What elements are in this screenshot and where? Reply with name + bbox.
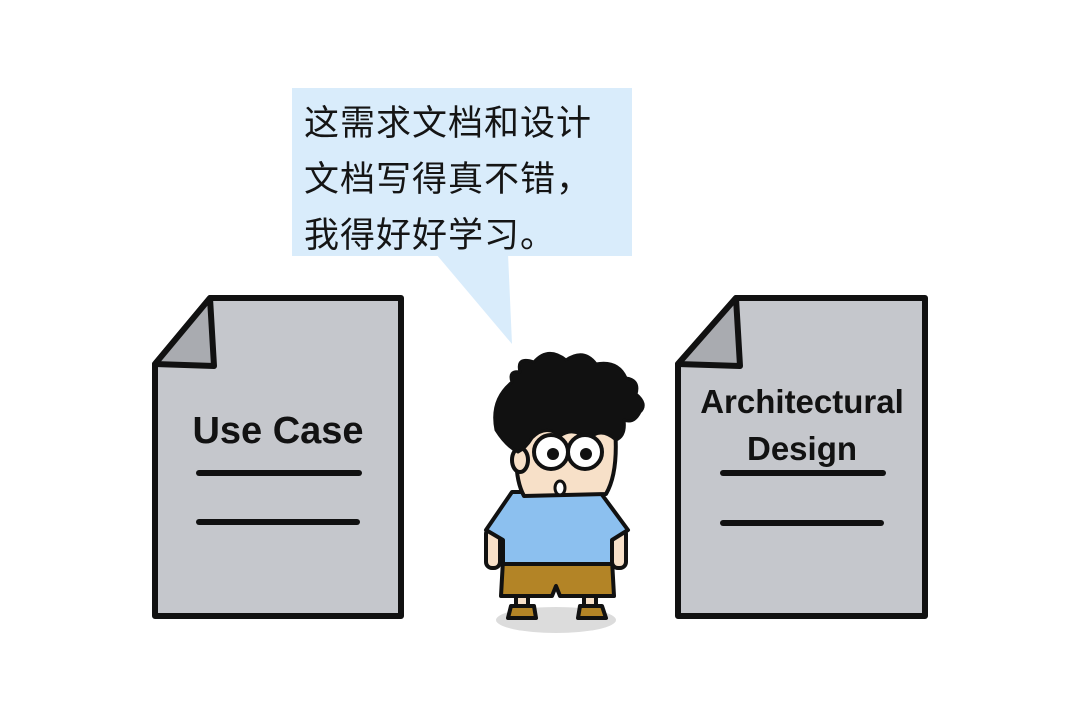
right-document-title-line-1: Architectural — [700, 383, 904, 420]
character-right-foot — [576, 604, 608, 620]
right-document-title: Architectural Design — [684, 378, 920, 472]
speech-bubble-line-2: 文档写得真不错， — [304, 160, 593, 200]
character-hair — [493, 352, 645, 454]
character-shirt — [484, 490, 630, 566]
speech-bubble-tail — [436, 254, 512, 344]
left-document-fold-corner — [152, 295, 217, 369]
speech-bubble-line-1: 这需求文档和设计 — [304, 104, 593, 144]
speech-bubble — [292, 88, 632, 344]
cartoon-boy-icon — [484, 352, 645, 633]
character-mouth — [553, 479, 567, 497]
character-right-pupil — [580, 448, 592, 460]
right-document-title-line-2: Design — [746, 430, 858, 467]
left-document — [152, 295, 404, 619]
speech-bubble-box — [292, 88, 632, 256]
character-left-pupil — [547, 448, 559, 460]
character-left-foot — [506, 604, 538, 620]
speech-bubble-text: 这需求文档和设计 文档写得真不错， 我得好好学习。 — [292, 88, 632, 258]
right-document-fold-corner — [675, 295, 743, 369]
left-document-title: Use Case — [192, 410, 364, 452]
speech-bubble-line-3: 我得好好学习。 — [304, 216, 557, 256]
right-document — [675, 295, 928, 619]
